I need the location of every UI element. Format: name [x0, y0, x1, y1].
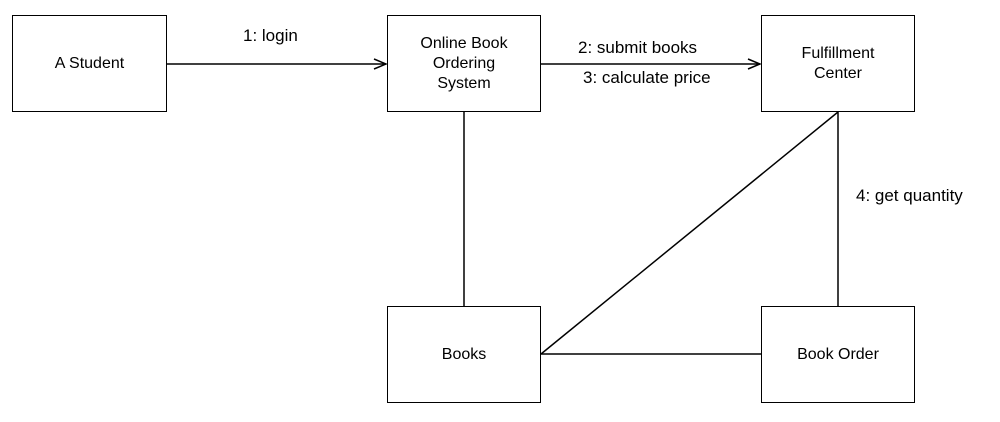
message-get-quantity-label: 4: get quantity — [856, 186, 963, 205]
node-label: Fulfillment Center — [801, 44, 875, 82]
node-online-book-ordering-system: Online Book Ordering System — [387, 15, 541, 112]
node-fulfillment-center: Fulfillment Center — [761, 15, 915, 112]
node-label: Books — [441, 345, 487, 363]
node-label: Book Order — [797, 345, 879, 363]
node-a-student: A Student — [12, 15, 167, 112]
node-book-order: Book Order — [761, 306, 915, 403]
message-submit-books-label: 2: submit books — [578, 38, 698, 57]
link-fulfillment-books — [540, 111, 839, 355]
node-books: Books — [387, 306, 541, 403]
message-login-label: 1: login — [243, 26, 298, 45]
node-label: A Student — [54, 54, 125, 72]
node-label: Online Book Ordering System — [420, 34, 508, 92]
message-calculate-price-label: 3: calculate price — [583, 68, 711, 87]
